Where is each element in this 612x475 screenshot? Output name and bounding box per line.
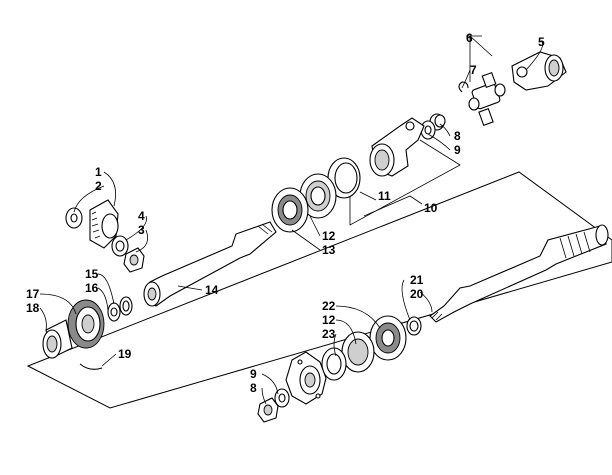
callout-12-upper: 12 xyxy=(322,229,336,243)
callout-3: 3 xyxy=(138,223,145,237)
flange-hub xyxy=(285,351,327,405)
callout-2: 2 xyxy=(95,179,102,193)
snap-ring-part-7 xyxy=(458,81,469,93)
callout-9-lower: 9 xyxy=(250,367,257,381)
callout-10: 10 xyxy=(424,201,438,215)
washer-part-16 xyxy=(107,302,121,322)
washer-part-9-upper xyxy=(420,120,436,140)
callout-22: 22 xyxy=(322,299,336,313)
callout-20: 20 xyxy=(410,287,424,301)
spacer-part-4 xyxy=(111,235,129,257)
shaft-part-20 xyxy=(429,224,609,323)
callout-7: 7 xyxy=(470,63,477,77)
callout-6: 6 xyxy=(466,31,473,45)
group-10-bracket xyxy=(349,139,461,226)
ring-part-21 xyxy=(406,316,422,336)
callout-21: 21 xyxy=(410,273,424,287)
assembly-group-outline xyxy=(26,171,612,409)
callout-15: 15 xyxy=(85,267,99,281)
callout-5: 5 xyxy=(538,35,545,49)
callout-9-upper: 9 xyxy=(454,143,461,157)
bearing-part-18 xyxy=(42,319,73,359)
leader-lines xyxy=(39,35,544,405)
shaft-part-14 xyxy=(143,221,277,307)
callout-8-lower: 8 xyxy=(250,381,257,395)
bearing-part-23 xyxy=(321,347,347,381)
callout-8-upper: 8 xyxy=(454,129,461,143)
callout-23: 23 xyxy=(322,327,336,341)
gear-part-17 xyxy=(67,299,105,349)
callout-12-lower: 12 xyxy=(322,313,336,327)
snap-ring-part-19 xyxy=(79,363,103,370)
callout-13: 13 xyxy=(322,243,336,257)
callout-11: 11 xyxy=(378,189,391,203)
seal-part-12-lower xyxy=(341,331,375,373)
universal-cross-part-6 xyxy=(468,71,506,126)
callout-19: 19 xyxy=(118,347,132,361)
seal-part-11 xyxy=(327,157,361,199)
yoke-part-5 xyxy=(511,51,567,91)
bearing-part-13 xyxy=(271,187,309,233)
callout-1: 1 xyxy=(95,165,102,179)
callout-labels: 1 2 3 4 5 6 7 8 9 10 11 12 13 14 15 16 1… xyxy=(26,31,545,395)
callout-18: 18 xyxy=(26,301,40,315)
washer-part-2 xyxy=(65,207,83,229)
callout-14: 14 xyxy=(205,283,219,297)
nut-part-3 xyxy=(123,247,145,273)
callout-17: 17 xyxy=(26,287,40,301)
bevel-gear-part-1 xyxy=(89,199,119,249)
bearing-part-12-upper xyxy=(299,173,337,219)
washer-part-9-lower xyxy=(274,388,290,408)
nut-part-8-lower xyxy=(257,397,279,423)
callout-4: 4 xyxy=(138,209,145,223)
callout-16: 16 xyxy=(85,281,99,295)
output-yoke-part-10 xyxy=(369,117,425,177)
bearing-part-22 xyxy=(369,315,407,361)
bearing-part-15 xyxy=(119,296,133,316)
